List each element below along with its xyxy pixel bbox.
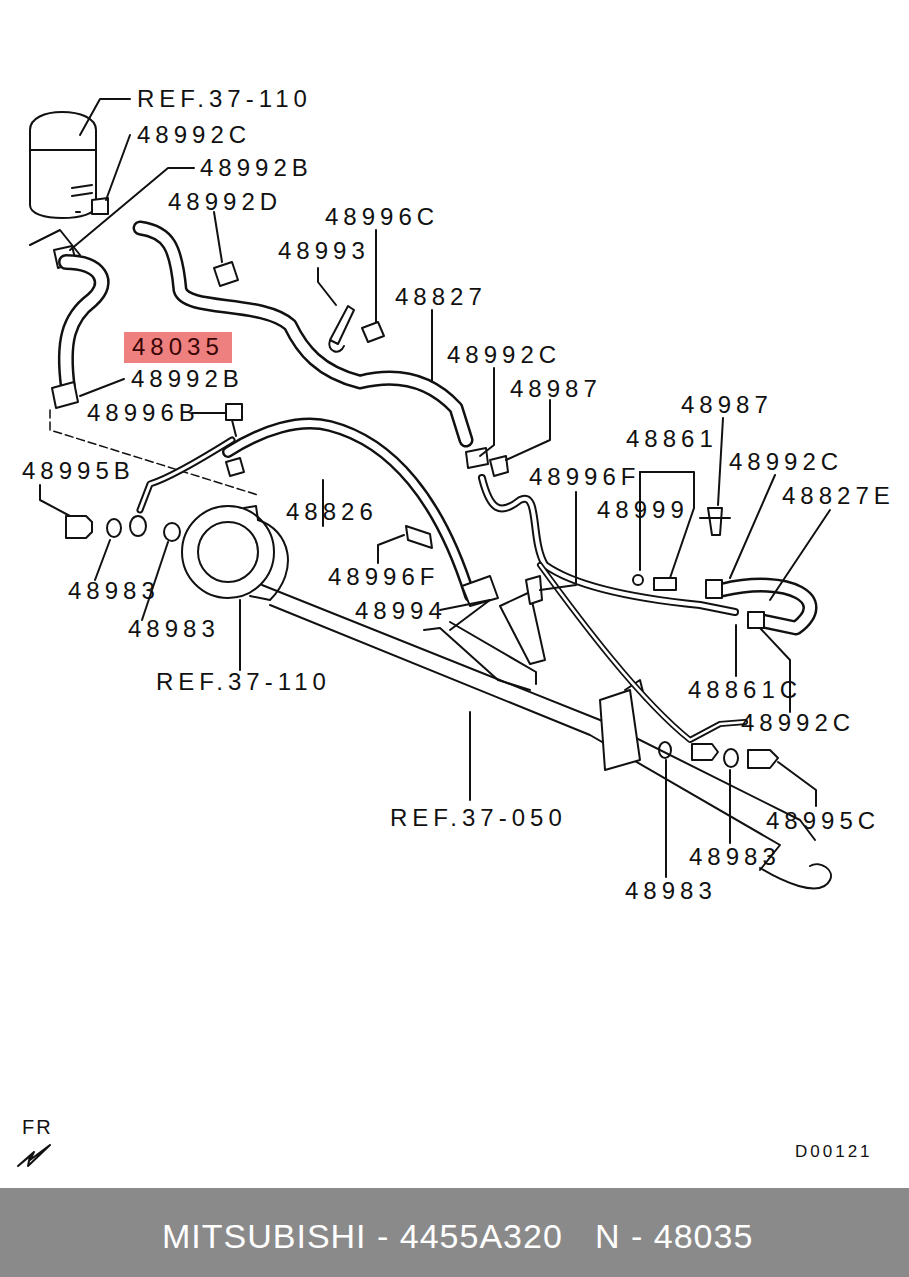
- callout-number: 48996F: [328, 563, 439, 591]
- callout-number: 48996C: [325, 203, 439, 231]
- callout-number: 48861: [626, 425, 718, 453]
- footer-band: MITSUBISHI - 4455A320 N - 48035: [0, 1188, 909, 1277]
- callout-number: REF.37-110: [156, 668, 331, 696]
- part-number-text: MITSUBISHI - 4455A320: [162, 1218, 563, 1255]
- callout-number: 48827E: [782, 482, 895, 510]
- highlight-box: 48035: [124, 332, 232, 363]
- callout-number: 48035: [132, 334, 224, 360]
- callout-number: FR: [22, 1113, 53, 1141]
- part-number-text: N - 48035: [595, 1218, 753, 1255]
- callout-number: 48826: [286, 498, 378, 526]
- callout-number: 48992C: [137, 121, 251, 149]
- callout-number: 48995B: [22, 457, 135, 485]
- callout-number: REF.37-110: [137, 85, 312, 113]
- callout-number: 48992B: [131, 365, 244, 393]
- callout-number: 48983: [68, 577, 160, 605]
- callout-number: 48987: [681, 391, 773, 419]
- callout-number: 48983: [689, 843, 781, 871]
- callout-number: 48827: [395, 283, 487, 311]
- callout-number: REF.37-050: [390, 804, 567, 832]
- callout-number: 48992C: [447, 341, 561, 369]
- callout-number: 48992C: [729, 448, 843, 476]
- callout-number: 48983: [625, 877, 717, 905]
- callout-number: 48987: [510, 375, 602, 403]
- callout-number: 48993: [278, 237, 370, 265]
- callout-number: 48996F: [529, 463, 640, 491]
- callout-number: 48992B: [200, 154, 313, 182]
- callout-number: 48983: [128, 615, 220, 643]
- callout-number: D00121: [795, 1138, 873, 1166]
- callout-number: 48994: [355, 597, 447, 625]
- callout-number: 48999: [597, 496, 689, 524]
- callout-number: 48996B: [87, 399, 200, 427]
- callout-number: 48861C: [688, 676, 802, 704]
- callout-number: 48992C: [741, 709, 855, 737]
- callout-number: 48995C: [766, 807, 880, 835]
- callout-number: 48992D: [168, 188, 282, 216]
